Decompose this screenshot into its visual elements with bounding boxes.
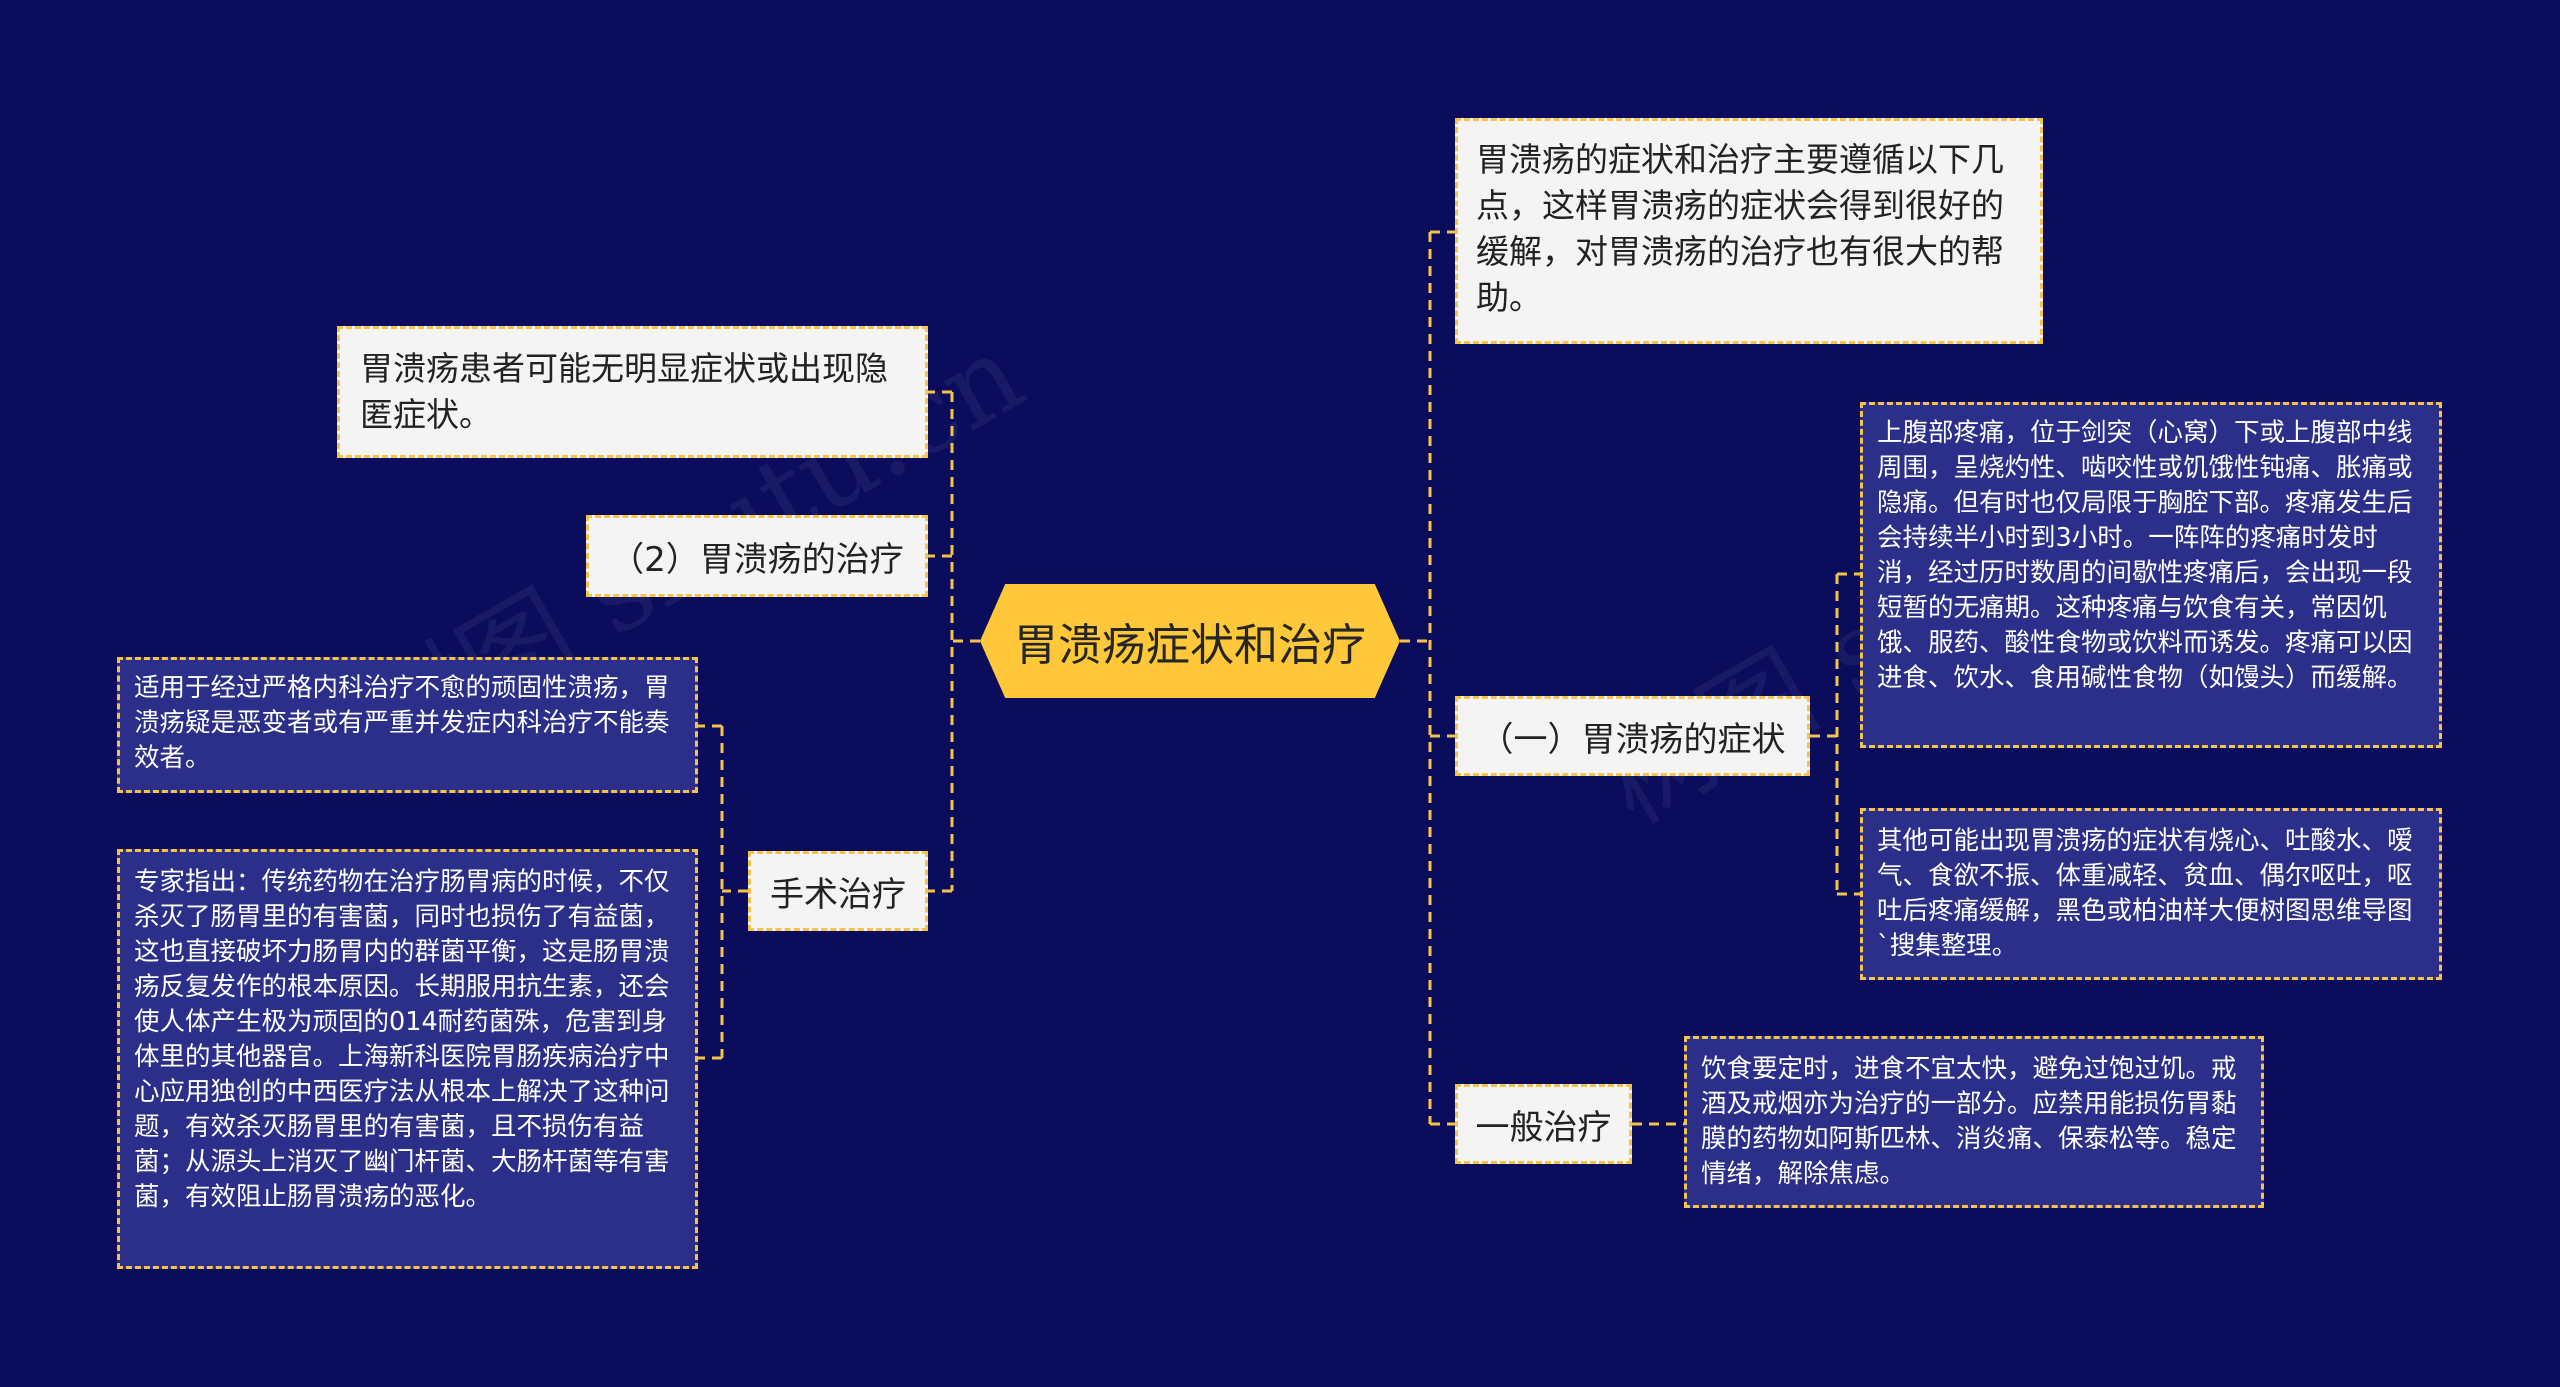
intro-text: 胃溃疡的症状和治疗主要遵循以下几点，这样胃溃疡的症状会得到很好的缓解，对胃溃疡的… [1476, 140, 2004, 317]
general-treatment-detail[interactable]: 饮食要定时，进食不宜太快，避免过饱过饥。戒酒及戒烟亦为治疗的一部分。应禁用能损伤… [1684, 1036, 2264, 1208]
asymptomatic-node[interactable]: 胃溃疡患者可能无明显症状或出现隐匿症状。 [337, 326, 928, 458]
symptoms-detail-2-text: 其他可能出现胃溃疡的症状有烧心、吐酸水、嗳气、食欲不振、体重减轻、贫血、偶尔呕吐… [1877, 826, 2413, 961]
symptoms-detail-1[interactable]: 上腹部疼痛，位于剑突（心窝）下或上腹部中线周围，呈烧灼性、啮咬性或饥饿性钝痛、胀… [1860, 402, 2442, 748]
treatment-label: （2）胃溃疡的治疗 [610, 539, 904, 580]
surgery-detail-1-text: 适用于经过严格内科治疗不愈的顽固性溃疡，胃溃疡疑是恶变者或有严重并发症内科治疗不… [134, 673, 670, 773]
intro-node[interactable]: 胃溃疡的症状和治疗主要遵循以下几点，这样胃溃疡的症状会得到很好的缓解，对胃溃疡的… [1455, 118, 2043, 344]
general-treatment-detail-text: 饮食要定时，进食不宜太快，避免过饱过饥。戒酒及戒烟亦为治疗的一部分。应禁用能损伤… [1701, 1054, 2237, 1189]
surgery-detail-2-text: 专家指出：传统药物在治疗肠胃病的时候，不仅杀灭了肠胃里的有害菌，同时也损伤了有益… [134, 867, 670, 1212]
root-label: 胃溃疡症状和治疗 [1014, 620, 1366, 671]
symptoms-detail-2[interactable]: 其他可能出现胃溃疡的症状有烧心、吐酸水、嗳气、食欲不振、体重减轻、贫血、偶尔呕吐… [1860, 808, 2442, 980]
treatment-node[interactable]: （2）胃溃疡的治疗 [586, 515, 928, 597]
surgery-node[interactable]: 手术治疗 [748, 851, 928, 931]
connector-surgery-spine [720, 726, 748, 1058]
general-treatment-node[interactable]: 一般治疗 [1455, 1084, 1632, 1164]
surgery-label: 手术治疗 [770, 874, 906, 915]
surgery-detail-2[interactable]: 专家指出：传统药物在治疗肠胃病的时候，不仅杀灭了肠胃里的有害菌，同时也损伤了有益… [117, 849, 698, 1269]
symptoms-label: （一）胃溃疡的症状 [1479, 719, 1786, 760]
root-node[interactable]: 胃溃疡症状和治疗 [980, 584, 1400, 698]
symptoms-node[interactable]: （一）胃溃疡的症状 [1455, 696, 1810, 776]
asymptomatic-text: 胃溃疡患者可能无明显症状或出现隐匿症状。 [360, 349, 888, 434]
general-treatment-label: 一般治疗 [1475, 1107, 1612, 1148]
surgery-detail-1[interactable]: 适用于经过严格内科治疗不愈的顽固性溃疡，胃溃疡疑是恶变者或有严重并发症内科治疗不… [117, 657, 698, 793]
symptoms-detail-1-text: 上腹部疼痛，位于剑突（心窝）下或上腹部中线周围，呈烧灼性、啮咬性或饥饿性钝痛、胀… [1877, 418, 2413, 693]
connector-symptoms-spine [1810, 574, 1839, 894]
